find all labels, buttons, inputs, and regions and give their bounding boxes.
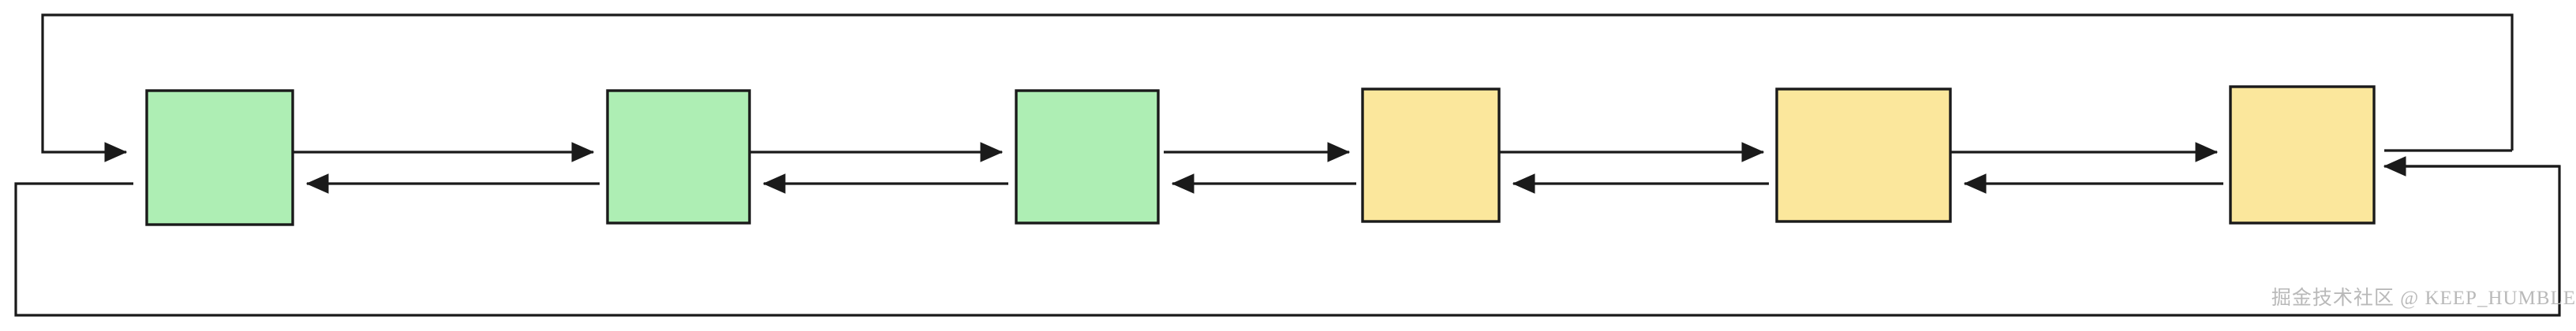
node-2[interactable]	[606, 89, 751, 225]
node-3[interactable]	[1015, 89, 1160, 225]
node-group	[145, 85, 2376, 226]
loop-top-feedback-path	[41, 13, 2514, 162]
loop-top-feedback	[41, 13, 2514, 162]
loop-bottom-feedback-path	[14, 165, 2561, 317]
node-1[interactable]	[145, 89, 294, 226]
loop-bottom-feedback	[14, 165, 2561, 317]
node-6-right-connectors	[2383, 149, 2559, 177]
node-5[interactable]	[1775, 87, 1952, 223]
node-4[interactable]	[1361, 87, 1501, 223]
node-6[interactable]	[2229, 85, 2376, 225]
